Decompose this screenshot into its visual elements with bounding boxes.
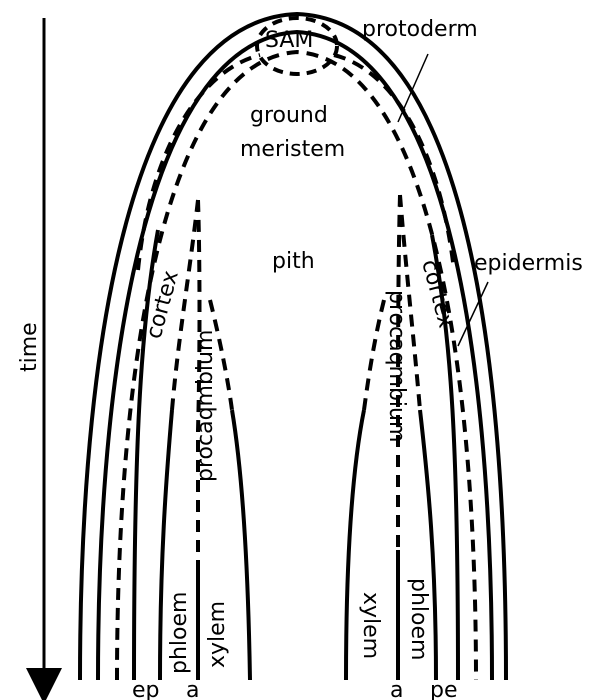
protoderm-label: protoderm [362, 17, 478, 42]
bottom-pe-label: pe [430, 678, 458, 700]
xylem-right-label: xylem [358, 592, 383, 659]
left-xylem-solid [232, 410, 250, 680]
procambium-left-label: procaqmbium [193, 330, 218, 482]
xylem-left-label: xylem [205, 601, 230, 668]
epidermis-label: epidermis [474, 251, 583, 276]
phloem-left-label: phloem [167, 592, 192, 674]
phloem-right-label: phloem [406, 578, 431, 660]
cortex-right-label: cortex [416, 257, 458, 331]
sam-label: SAM [265, 28, 313, 53]
ground-meristem-label-2: meristem [240, 137, 345, 162]
procambium-right-label: procaqmbium [384, 290, 409, 442]
ground-meristem-label-1: ground [250, 103, 328, 128]
time-label: time [17, 322, 42, 372]
bottom-a-left-label: a [186, 678, 199, 700]
pith-label: pith [272, 249, 315, 274]
bottom-a-right-label: a [390, 678, 403, 700]
right-procambium-dashed-left [364, 300, 384, 410]
ground-meristem-boundary-right [334, 55, 454, 270]
bottom-ep-label: ep [132, 678, 160, 700]
